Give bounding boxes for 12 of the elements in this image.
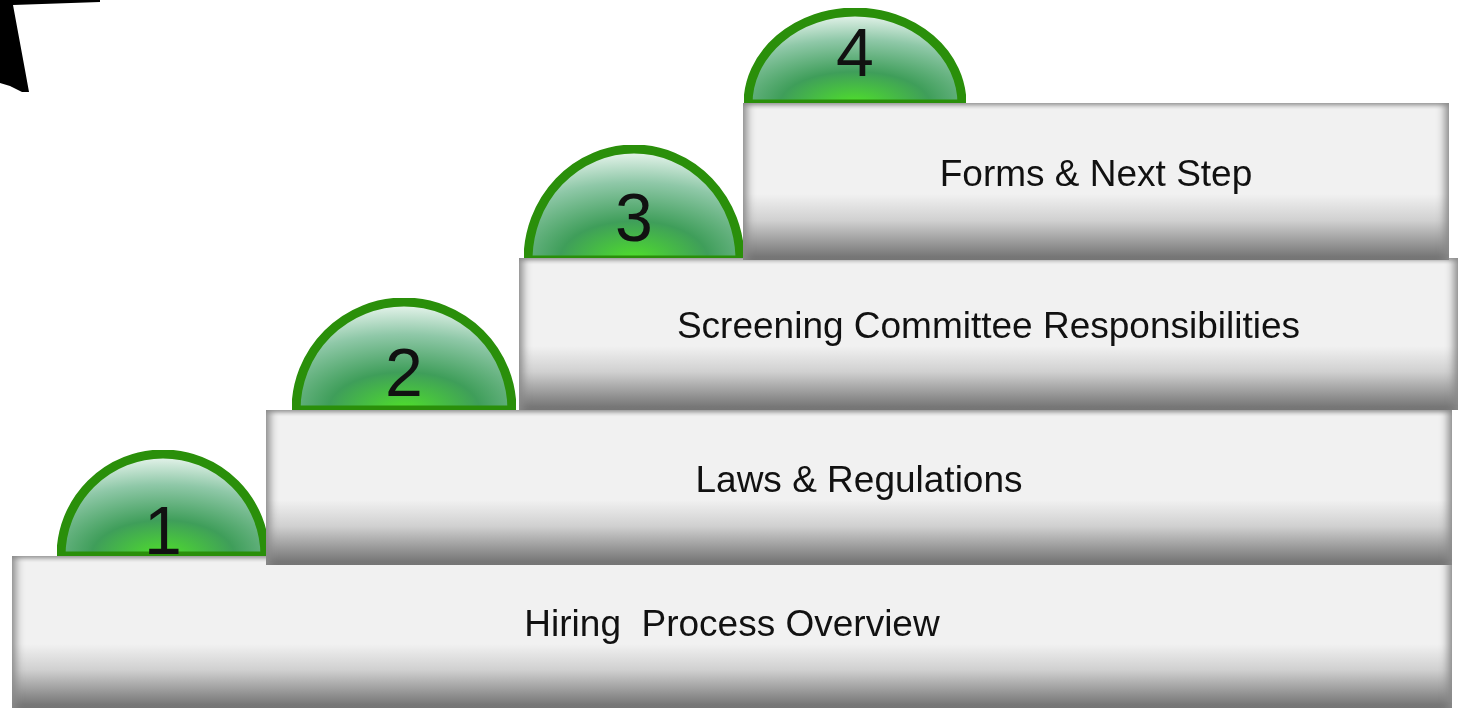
step-number: 2 [384, 338, 424, 406]
step-number-badge [744, 8, 966, 104]
step-number: 1 [143, 496, 183, 564]
step-number: 3 [614, 183, 654, 251]
step-number: 4 [835, 18, 875, 86]
step-title: Laws & Regulations [695, 458, 1023, 501]
step-number-badge [292, 298, 516, 410]
step-title: Forms & Next Step [939, 152, 1253, 195]
step-title: Screening Committee Responsibilities [676, 305, 1301, 347]
step-number-badge [57, 450, 269, 556]
step-number-badge [524, 145, 744, 260]
step-title: Hiring Process Overview [524, 603, 940, 645]
